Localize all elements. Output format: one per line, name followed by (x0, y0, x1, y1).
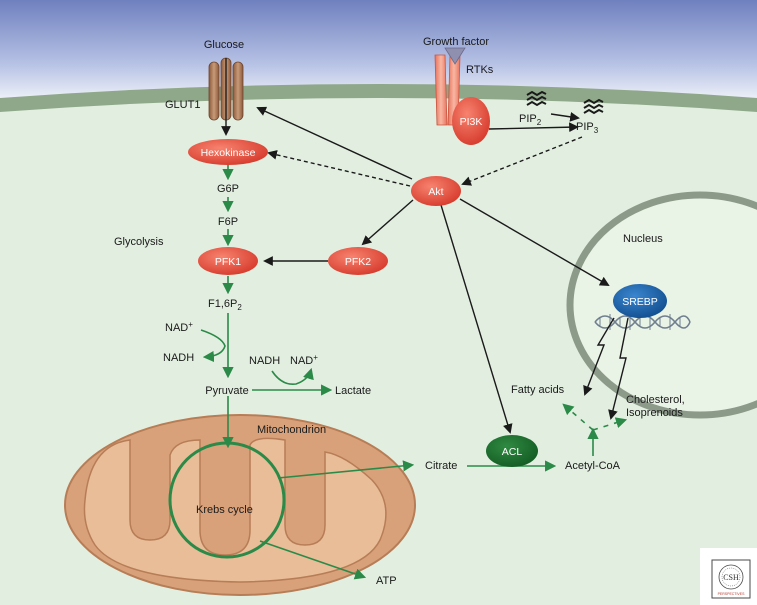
g6p-label: G6P (217, 183, 239, 195)
hexokinase-node: Hexokinase (188, 139, 268, 165)
pfk2-label: PFK2 (345, 256, 371, 268)
pip2-label: PIP2 (519, 113, 542, 127)
pfk1-node: PFK1 (198, 247, 258, 275)
rtks-label: RTKs (466, 64, 494, 76)
pi3k-node: PI3K (452, 97, 490, 145)
logo-subtext: PERSPECTIVES (718, 592, 746, 596)
arrow-akt-srebp (459, 198, 610, 286)
pi3k-label: PI3K (460, 116, 483, 128)
krebs-cycle-label: Krebs cycle (196, 504, 253, 516)
acetyl-coa-label: Acetyl-CoA (565, 460, 621, 472)
fatty-acids-label: Fatty acids (511, 384, 565, 396)
lactate-label: Lactate (335, 385, 371, 397)
arrow-srebp-fatty-acids (583, 317, 615, 396)
nadh-left-label: NADH (163, 352, 194, 364)
arrow-akt-glut1 (256, 106, 413, 180)
cholesterol-label: Cholesterol, (626, 394, 685, 406)
atp-label: ATP (376, 575, 397, 587)
akt-label: Akt (428, 186, 443, 198)
logo-text: CSH (723, 573, 739, 582)
mitochondrion (64, 414, 416, 596)
arrow-pip3-akt (461, 136, 583, 186)
csh-perspectives-logo: CSH PERSPECTIVES (711, 559, 751, 599)
isoprenoids-label: Isoprenoids (626, 407, 683, 419)
pfk2-node: PFK2 (328, 247, 388, 275)
glycolysis-label: Glycolysis (114, 236, 164, 248)
nad-plus-mid-label: NAD+ (290, 353, 318, 367)
nad-plus-left-label: NAD+ (165, 320, 193, 334)
acl-node: ACL (486, 435, 538, 467)
regulation-arrows (221, 58, 629, 434)
growth-factor-ligand (444, 47, 466, 65)
f16p2-label: F1,6P2 (208, 298, 242, 312)
f6p-label: F6P (218, 216, 238, 228)
pip3-label: PIP3 (576, 121, 599, 135)
arrow-pi3k-pip3 (488, 122, 579, 133)
arrow-akt-pfk2 (361, 199, 414, 246)
nadh-mid-label: NADH (249, 355, 280, 367)
pip2-lipid-icon (526, 90, 547, 107)
srebp-node: SREBP (613, 284, 667, 318)
citrate-label: Citrate (425, 460, 457, 472)
nucleus-label: Nucleus (623, 233, 663, 245)
pfk1-label: PFK1 (215, 256, 241, 268)
glucose-label: Glucose (204, 39, 244, 51)
mitochondrion-label: Mitochondrion (257, 424, 326, 436)
pyruvate-label: Pyruvate (205, 385, 248, 397)
glut1-label: GLUT1 (165, 99, 200, 111)
growth-factor-label: Growth factor (423, 36, 489, 48)
arrow-srebp-cholesterol (608, 317, 629, 420)
acl-label: ACL (502, 446, 523, 458)
arrow-pip2-pip3 (550, 112, 580, 122)
arrow-akt-acl (440, 204, 513, 434)
hexokinase-label: Hexokinase (201, 147, 256, 159)
pip3-lipid-icon (583, 98, 604, 115)
metabolic-flux-arrows (200, 164, 628, 580)
srebp-label: SREBP (622, 296, 658, 308)
arrow-akt-hexokinase (267, 150, 411, 187)
akt-node: Akt (411, 176, 461, 206)
